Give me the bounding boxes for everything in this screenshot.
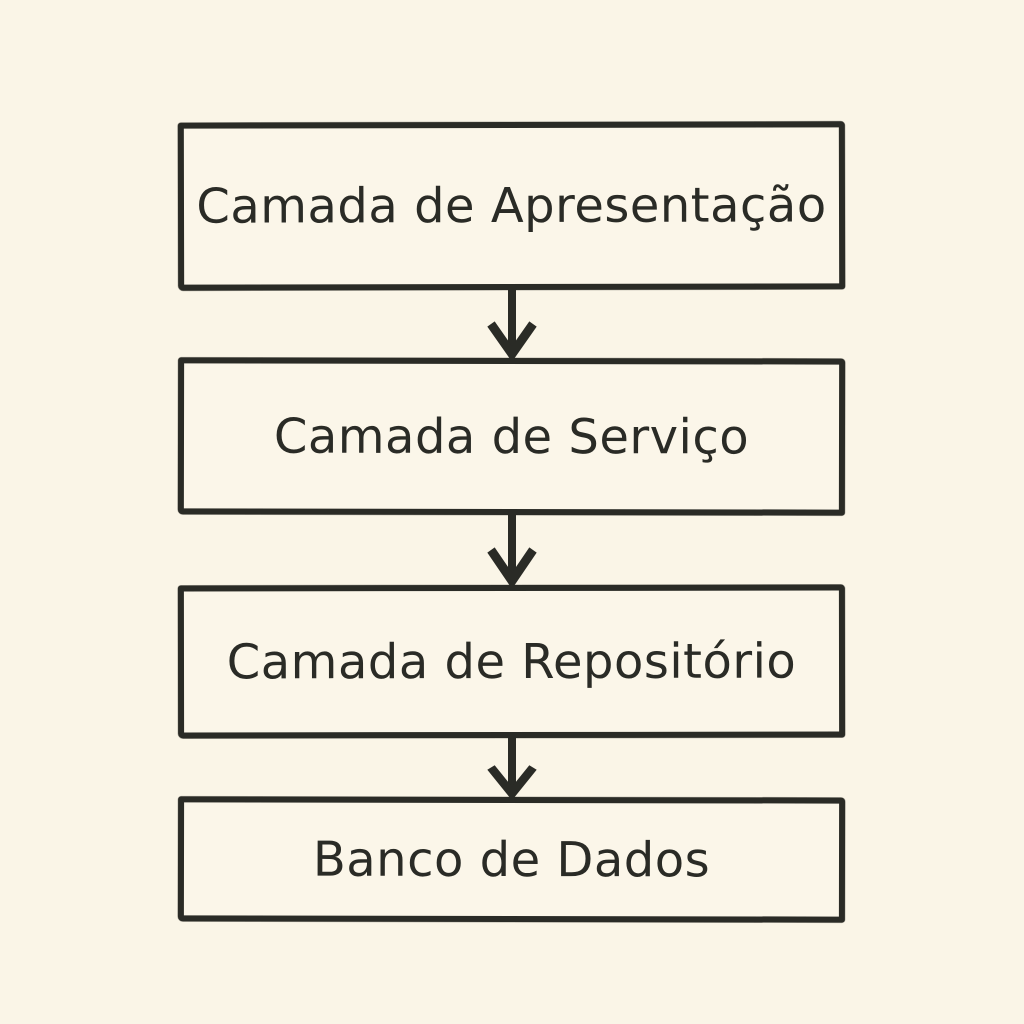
box-service-layer-label: Camada de Serviço bbox=[273, 408, 750, 465]
box-repository-layer-label: Camada de Repositório bbox=[226, 633, 797, 690]
down-arrow-icon bbox=[487, 515, 537, 585]
box-service-layer: Camada de Serviço bbox=[177, 357, 846, 516]
box-database: Banco de Dados bbox=[177, 796, 846, 923]
box-database-label: Banco de Dados bbox=[312, 831, 711, 888]
down-arrow-icon bbox=[487, 290, 537, 358]
box-presentation-layer: Camada de Apresentação bbox=[177, 121, 846, 291]
box-repository-layer: Camada de Repositório bbox=[177, 584, 846, 739]
down-arrow-icon bbox=[487, 738, 537, 797]
box-presentation-layer-label: Camada de Apresentação bbox=[196, 177, 827, 235]
